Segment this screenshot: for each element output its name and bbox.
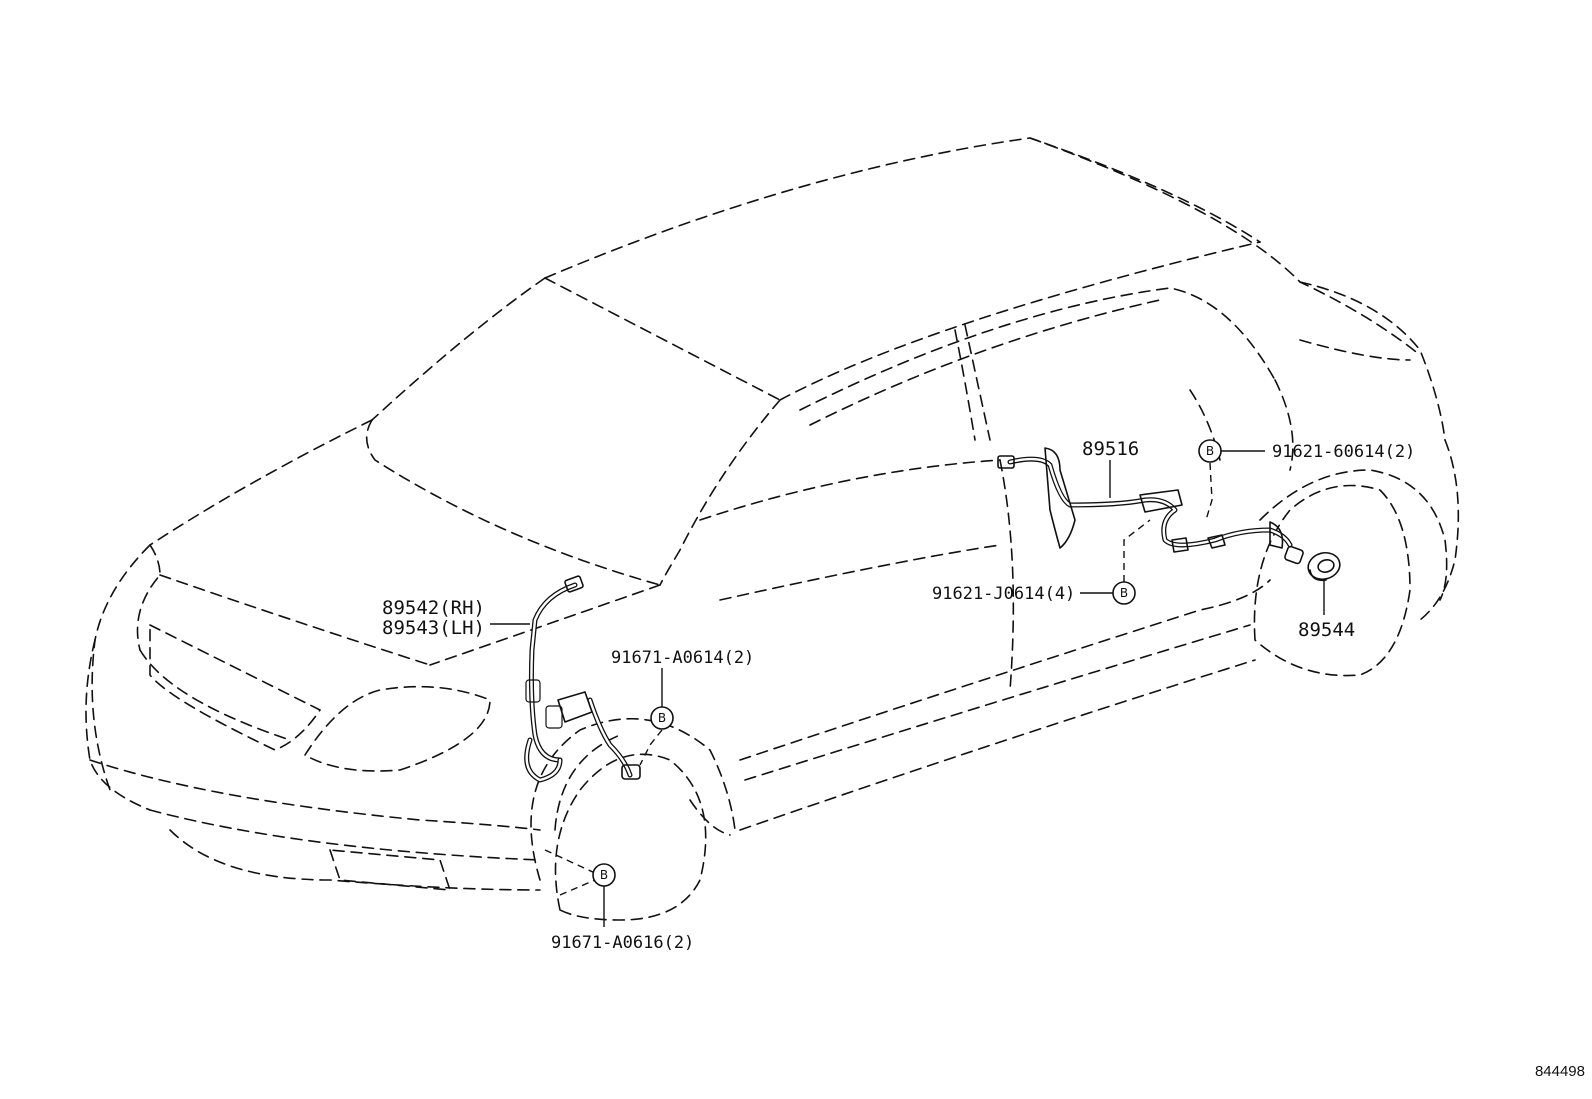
bolt-front-lower: B [544, 849, 616, 927]
label-bolt-rear-lower: 91621-J0614(4) [932, 584, 1075, 604]
front-sensor-bracket [557, 691, 593, 723]
rear-wire-bracket-1 [1044, 447, 1076, 549]
bolt-symbol: B [658, 711, 666, 725]
front-sensor-head [621, 764, 641, 780]
rear-wire-bracket-2 [1139, 489, 1183, 513]
label-rear-rotor: 89544 [1298, 619, 1355, 641]
rear-wire-connector-rear [1284, 545, 1304, 565]
label-bolt-front-upper: 91671-A0614(2) [611, 648, 754, 668]
rear-wire-connector-front [997, 455, 1015, 469]
bolt-rear-lower: B [1080, 519, 1151, 605]
label-front-sensor-rh: 89542(RH) [382, 597, 485, 619]
label-rear-sensor-wire: 89516 [1082, 438, 1139, 460]
figure-code: 844498 [1535, 1063, 1585, 1080]
bolt-symbol: B [600, 868, 608, 882]
car-body-outline [85, 137, 1460, 921]
label-bolt-front-lower: 91671-A0616(2) [551, 933, 694, 953]
front-speed-sensor [490, 575, 641, 783]
bolt-symbol: B [1120, 586, 1128, 600]
front-wire-grommet [525, 679, 541, 703]
bolt-symbol: B [1206, 444, 1214, 458]
bolt-rear-upper: B [1198, 439, 1265, 521]
front-sensor-connector [564, 575, 584, 593]
rear-rotor [1307, 551, 1341, 615]
label-front-sensor-lh: 89543(LH) [382, 617, 485, 639]
rear-sensor-wire [997, 447, 1304, 565]
label-bolt-rear-upper: 91621-60614(2) [1272, 442, 1415, 462]
bolt-front-upper: B [639, 668, 674, 766]
